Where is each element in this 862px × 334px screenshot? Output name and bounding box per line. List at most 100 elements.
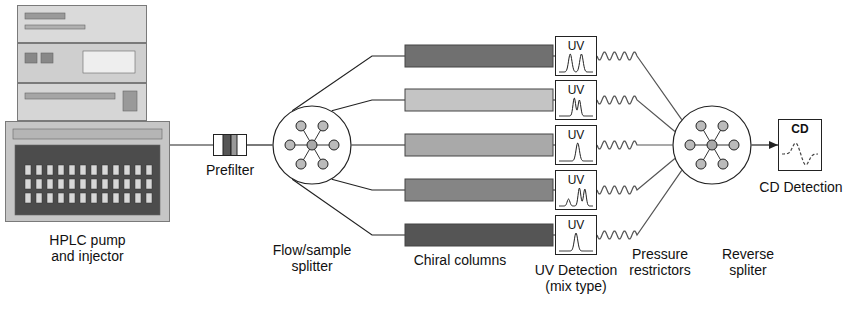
splitter-port: [296, 121, 306, 131]
part-label: Chiral columns: [400, 252, 520, 268]
pressure-restrictor-line: [597, 141, 673, 149]
uv-detector: UV: [555, 80, 597, 120]
reverse-splitter: Reverse spliter: [672, 105, 752, 185]
sample-vial: [146, 165, 152, 175]
uv-detector: UV: [555, 36, 597, 76]
chromatogram-trace: [559, 233, 593, 251]
circle-graphic: [272, 105, 352, 185]
splitter-port: [318, 159, 328, 169]
splitter-body: [273, 106, 351, 184]
cd-detector: CDCD Detection: [778, 119, 822, 171]
pump-graphic: [5, 5, 170, 222]
part-label: HPLC pump and injector: [40, 232, 135, 264]
sample-vial: [124, 165, 130, 175]
splitter-body: [673, 106, 751, 184]
sample-vial: [47, 165, 53, 175]
hplc-detail: [25, 93, 115, 99]
sample-vial: [102, 193, 108, 203]
prefilter-graphic: [213, 134, 247, 156]
part-label: Prefilter: [190, 162, 270, 178]
sample-vial: [91, 179, 97, 189]
splitter-port: [718, 159, 728, 169]
chiral-column: [405, 45, 553, 67]
sample-vial: [36, 165, 42, 175]
splitter-port: [696, 121, 706, 131]
hplc-detail: [123, 91, 137, 111]
sample-vial: [47, 179, 53, 189]
detector-label: UV: [556, 216, 596, 232]
sample-vial: [135, 179, 141, 189]
chiral-column: [405, 179, 553, 201]
sample-vial: [135, 193, 141, 203]
pressure-restrictor-line: [597, 170, 682, 238]
detector-label: UV: [556, 171, 596, 187]
pressure-restrictor-line: [597, 96, 675, 131]
flow-line: [752, 144, 779, 145]
uv-detector: UV: [555, 170, 597, 210]
hplc-detail: [41, 53, 53, 63]
pressure-restrictor-line: [597, 52, 682, 119]
uv-detector: UV: [555, 125, 597, 165]
part-label: Flow/sample splitter: [266, 242, 358, 274]
sample-vial: [124, 193, 130, 203]
sample-vial: [69, 165, 75, 175]
sample-vial: [113, 165, 119, 175]
chromatogram-trace: [559, 143, 593, 161]
sample-vial: [146, 179, 152, 189]
sample-vial: [80, 179, 86, 189]
chiral-column: [405, 134, 553, 156]
sample-vial: [58, 165, 64, 175]
circle-graphic: [672, 105, 752, 185]
sample-vial: [113, 179, 119, 189]
sample-vial: [124, 179, 130, 189]
hplc-detail: [13, 129, 162, 139]
splitter-hub: [307, 140, 317, 150]
cd-spectrum-trace: [782, 143, 818, 165]
sample-vial: [91, 193, 97, 203]
splitter-port: [329, 140, 339, 150]
sample-vial: [36, 179, 42, 189]
chiral-column: [405, 89, 553, 111]
part-label: Pressure restrictors: [620, 246, 700, 278]
hplc-pump-photo: HPLC pump and injector: [5, 5, 170, 222]
detector-label: UV: [556, 37, 596, 53]
splitter-port: [718, 121, 728, 131]
hplc-module: [18, 6, 147, 43]
hplc-module: [18, 84, 147, 121]
detector-label: UV: [556, 81, 596, 97]
chromatogram-trace: [559, 98, 593, 116]
part-label: Reverse spliter: [713, 246, 783, 278]
splitter-port: [696, 159, 706, 169]
splitter-port: [296, 159, 306, 169]
flow-line: [170, 144, 213, 145]
splitter-hub: [707, 140, 717, 150]
sample-vial: [102, 165, 108, 175]
sample-vial: [36, 193, 42, 203]
flow-splitter: Flow/sample splitter: [272, 105, 352, 185]
prefilter-body: [214, 135, 247, 156]
sample-vial: [113, 193, 119, 203]
chromatogram-trace: [559, 54, 593, 72]
sample-vial: [58, 179, 64, 189]
filter-element: [231, 135, 237, 156]
detector-label: CD: [779, 120, 821, 136]
sample-vial: [69, 193, 75, 203]
sample-vial: [25, 179, 31, 189]
sample-vial: [25, 165, 31, 175]
sample-vial: [102, 179, 108, 189]
prefilter-box: Prefilter: [213, 134, 247, 156]
sample-vial: [135, 165, 141, 175]
sample-vial: [80, 165, 86, 175]
detector-label: UV: [556, 126, 596, 142]
hplc-detail: [25, 13, 65, 19]
sample-vial: [47, 193, 53, 203]
filter-element: [223, 135, 231, 156]
hplc-module: [18, 44, 147, 83]
part-label: UV Detection (mix type): [526, 262, 626, 294]
splitter-port: [285, 140, 295, 150]
hplc-module: [6, 122, 170, 222]
splitter-port: [729, 140, 739, 150]
uv-detector: UV: [555, 215, 597, 255]
